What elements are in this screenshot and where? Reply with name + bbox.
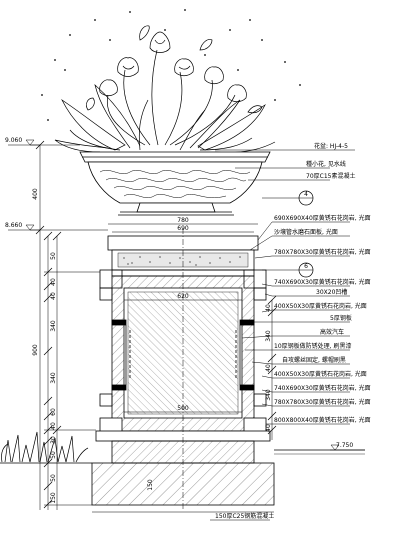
callout-13: 400X50X30厚黄锈石花岗岩, 光面 bbox=[274, 370, 367, 378]
section-marker-6: 6 bbox=[298, 262, 314, 278]
dim-foundation-150: 150 bbox=[147, 479, 154, 491]
callout-8: 400X50X30厚黄锈石花岗岩, 光面 bbox=[274, 302, 367, 310]
callout-4: 沙壤管水磨石面板, 光面 bbox=[274, 228, 338, 236]
dim-left-2: 40 bbox=[50, 292, 57, 300]
elevation-ground: 7.750 bbox=[336, 442, 353, 449]
dim-500: 500 bbox=[177, 405, 189, 412]
callout-0: 花盆: HJ-4-5 bbox=[314, 142, 348, 150]
dim-620: 620 bbox=[177, 293, 189, 300]
flower-heads bbox=[86, 25, 263, 114]
right-dimensions bbox=[8, 144, 365, 513]
dim-left-6: 40 bbox=[50, 422, 57, 430]
elevation-top: 9.060 bbox=[5, 137, 22, 144]
flower-arrangement bbox=[41, 9, 301, 153]
pedestal bbox=[91, 228, 275, 510]
dim-right-2: 40 bbox=[265, 364, 272, 372]
dim-right-3: 340 bbox=[265, 389, 272, 401]
callout-11: 10厚钢板做防锈处理, 刷黑漆 bbox=[274, 342, 351, 350]
leader-lines bbox=[210, 149, 355, 521]
dim-780: 780 bbox=[177, 217, 189, 224]
callout-7: 30X20凹槽 bbox=[316, 288, 347, 296]
callout-10: 高效汽车 bbox=[320, 328, 344, 336]
callout-labels: 花盆: HJ-4-5 種小花, 见水线 70厚C15素混凝土 690X690X4… bbox=[215, 142, 371, 520]
callout-3: 690X690X40厚黄锈石花岗岩, 光面 bbox=[274, 214, 371, 222]
dim-right-1: 340 bbox=[265, 330, 272, 342]
grass-tuft bbox=[1, 431, 89, 463]
dim-690: 690 bbox=[177, 225, 189, 232]
callout-15: 780X780X30厚黄锈石花岗岩, 光面 bbox=[274, 398, 371, 406]
pollen-dots bbox=[41, 9, 301, 121]
dim-left-10: 150 bbox=[50, 492, 57, 504]
dim-left-1: 40 bbox=[50, 278, 57, 286]
dim-left-3: 340 bbox=[50, 320, 57, 332]
dim-right-4: 40 bbox=[265, 424, 272, 432]
dim-left-9: 50 bbox=[50, 474, 57, 482]
callout-9: 5厚钢板 bbox=[330, 314, 352, 322]
dim-left-7: 30 bbox=[50, 436, 57, 444]
callout-6: 740X690X30厚黄锈石花岗岩, 光面 bbox=[274, 278, 371, 286]
callout-14: 740X690X30厚黄锈石花岗岩, 光面 bbox=[274, 384, 371, 392]
dim-left-0: 50 bbox=[50, 252, 57, 260]
section-marker-4-label: 4 bbox=[304, 191, 308, 198]
elevation-middle: 8.660 bbox=[5, 222, 22, 229]
section-marker-4: 4 bbox=[298, 190, 314, 206]
dim-pedestal-height: 900 bbox=[32, 344, 39, 356]
dim-left-5: 60 bbox=[50, 408, 57, 416]
callout-1: 種小花, 见水线 bbox=[306, 160, 346, 168]
soil-stipple bbox=[123, 256, 241, 266]
planter-bowl bbox=[79, 151, 271, 216]
left-dimensions bbox=[30, 140, 108, 510]
dim-left-4: 340 bbox=[50, 372, 57, 384]
dim-bowl-height: 400 bbox=[32, 188, 39, 200]
dim-right-0: 40 bbox=[265, 304, 272, 312]
callout-foundation: 150厚C25钢筋混凝土 bbox=[215, 512, 274, 520]
dim-left-8: 50 bbox=[50, 451, 57, 459]
callout-2: 70厚C15素混凝土 bbox=[306, 172, 355, 180]
elevation-labels: 9.060 8.660 7.750 bbox=[5, 137, 353, 451]
callout-16: 800X800X40厚黄锈石花岗岩, 光面 bbox=[274, 416, 371, 424]
dimension-labels: 400 900 780 690 620 500 50 40 40 340 340… bbox=[32, 188, 272, 504]
section-marker-6-label: 6 bbox=[304, 263, 308, 270]
callout-12: 自攻螺丝固定, 螺帽刷黑 bbox=[282, 356, 346, 364]
callout-5: 780X780X30厚黄锈石花岗岩, 光面 bbox=[274, 248, 371, 256]
